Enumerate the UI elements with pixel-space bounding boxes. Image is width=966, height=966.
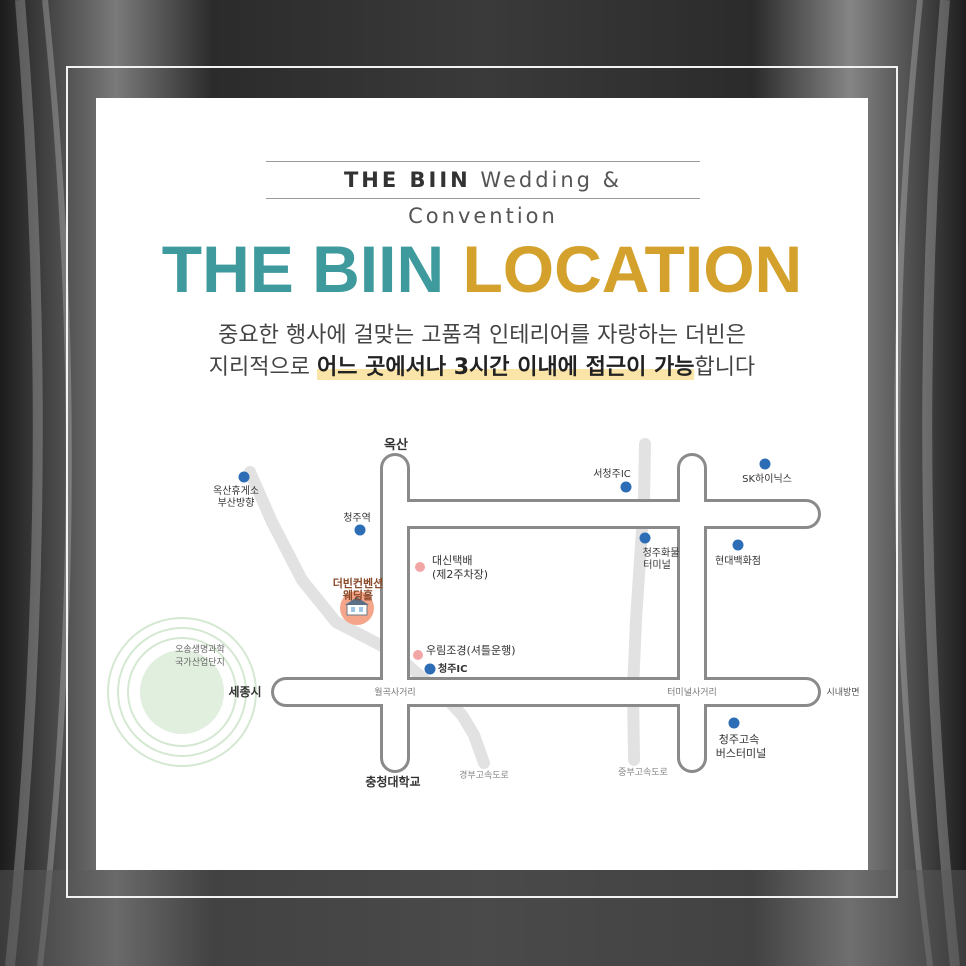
road-network (271, 453, 821, 773)
label-cheongju-station: 청주역 (343, 512, 371, 524)
label-sk-hynix: SK하이닉스 (742, 472, 792, 485)
label-daesin-1: 대신택배 (432, 554, 472, 567)
label-gyeongbu: 경부고속도로 (459, 769, 509, 781)
brand-subtitle: Wedding & Convention (408, 168, 623, 228)
page-title: THE BIIN LOCATION (96, 232, 868, 306)
label-terminal-cross: 터미널사거리 (667, 687, 717, 698)
oksan-rest-marker[interactable] (238, 471, 250, 483)
label-seocheongju-ic: 서청주IC (593, 468, 631, 480)
label-oksan-rest-2: 부산방향 (218, 497, 255, 509)
label-wolgok: 월곡사거리 (374, 686, 415, 698)
label-daesin-2: (제2주차장) (432, 568, 488, 581)
label-oksan-rest-1: 옥산휴게소 (213, 485, 259, 497)
label-sejong: 세종시 (228, 684, 261, 699)
label-express-bus-1: 청주고속 (719, 733, 759, 746)
express-bus-marker[interactable] (728, 717, 740, 729)
label-cargo-terminal-2: 터미널 (643, 559, 671, 571)
brand-header: THE BIIN Wedding & Convention (266, 161, 700, 228)
label-venue-1: 더빈컨벤션 (333, 576, 384, 590)
cargo-terminal-marker[interactable] (639, 532, 651, 544)
label-oksan: 옥산 (384, 437, 408, 453)
label-hyundai: 현대백화점 (715, 555, 761, 567)
daesin-marker[interactable] (415, 562, 425, 572)
label-express-bus-2: 버스터미널 (716, 747, 767, 760)
label-venue-2: 웨딩홀 (343, 588, 373, 602)
title-part1: THE BIIN (161, 232, 445, 306)
label-osong-1: 오송생명과학 (175, 644, 225, 655)
description-prefix: 지리적으로 (208, 355, 317, 380)
label-city-dir: 시내방면 (826, 687, 859, 698)
label-cargo-terminal-1: 청주화물 (643, 547, 680, 559)
urim-marker[interactable] (413, 650, 423, 660)
hyundai-marker[interactable] (732, 539, 744, 551)
seocheongju-ic-marker[interactable] (620, 481, 632, 493)
title-part2: LOCATION (462, 232, 803, 306)
label-osong-2: 국가산업단지 (175, 657, 225, 668)
jungbu-expressway (627, 438, 651, 766)
label-urim: 우림조경(셔틀운행) (426, 644, 516, 657)
cheongju-station-marker[interactable] (354, 524, 366, 536)
sk-hynix-marker[interactable] (759, 458, 771, 470)
white-frame (66, 66, 898, 898)
label-chungcheong-univ: 충청대학교 (365, 774, 420, 789)
label-jungbu: 중부고속도로 (618, 767, 668, 778)
cheongju-ic-marker[interactable] (424, 663, 436, 675)
label-cheongju-ic: 청주IC (438, 662, 467, 675)
venue-marker[interactable] (340, 591, 374, 625)
description-line2: 지리적으로 어느 곳에서나 3시간 이내에 접근이 가능합니다 (96, 349, 868, 381)
description-suffix: 합니다 (694, 355, 756, 380)
description-line1: 중요한 행사에 걸맞는 고품격 인테리어를 자랑하는 더빈은 (218, 323, 746, 348)
description-highlight: 어느 곳에서나 3시간 이내에 접근이 가능 (317, 355, 695, 380)
osong-complex-area (107, 617, 257, 767)
brand-name: THE BIIN (343, 168, 471, 192)
